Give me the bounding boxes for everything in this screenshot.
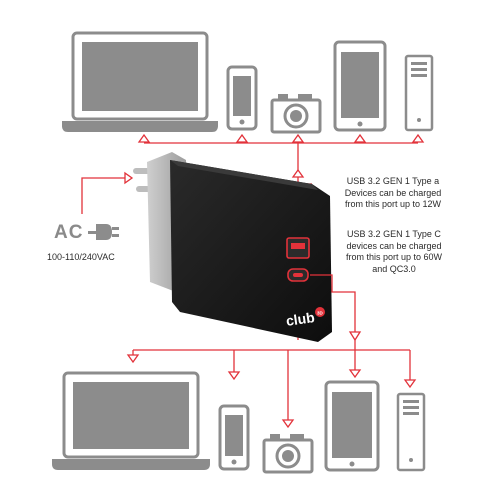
club3d-logo: club 3D (285, 307, 325, 329)
ac-input-arrowhead (124, 171, 134, 185)
charger-body (133, 152, 332, 342)
ac-input-line (81, 177, 125, 214)
usb-c-connector (310, 274, 356, 338)
top-camera-icon (270, 94, 322, 134)
bottom-laptop-icon (52, 371, 210, 470)
usb-c-connector-arrow (348, 331, 362, 342)
plug-icon (88, 224, 119, 240)
usb-a-callout: USB 3.2 GEN 1 Type a Devices can be char… (344, 176, 442, 209)
usb-c-port (287, 268, 309, 282)
top-phone-icon (226, 65, 258, 131)
usb-c-callout: USB 3.2 GEN 1 Type C devices can be char… (345, 229, 443, 274)
top-arrowheads (137, 133, 425, 178)
bottom-hard-drive-icon (396, 392, 426, 472)
voltage-label: 100-110/240VAC (47, 252, 115, 262)
bottom-distribution-lines (132, 340, 411, 420)
bottom-camera-icon (262, 434, 314, 474)
bottom-arrowheads (126, 354, 417, 429)
top-hard-drive-icon (404, 54, 434, 132)
bottom-tablet-icon (324, 380, 380, 472)
usb-a-port (286, 237, 310, 259)
bottom-phone-icon (218, 404, 250, 471)
top-laptop-icon (62, 31, 218, 132)
logo-text: club (285, 309, 316, 329)
ac-label: AC (54, 222, 84, 243)
logo-mark-icon (315, 307, 325, 317)
logo-mark-text: 3D (317, 311, 324, 316)
top-tablet-icon (333, 40, 387, 132)
